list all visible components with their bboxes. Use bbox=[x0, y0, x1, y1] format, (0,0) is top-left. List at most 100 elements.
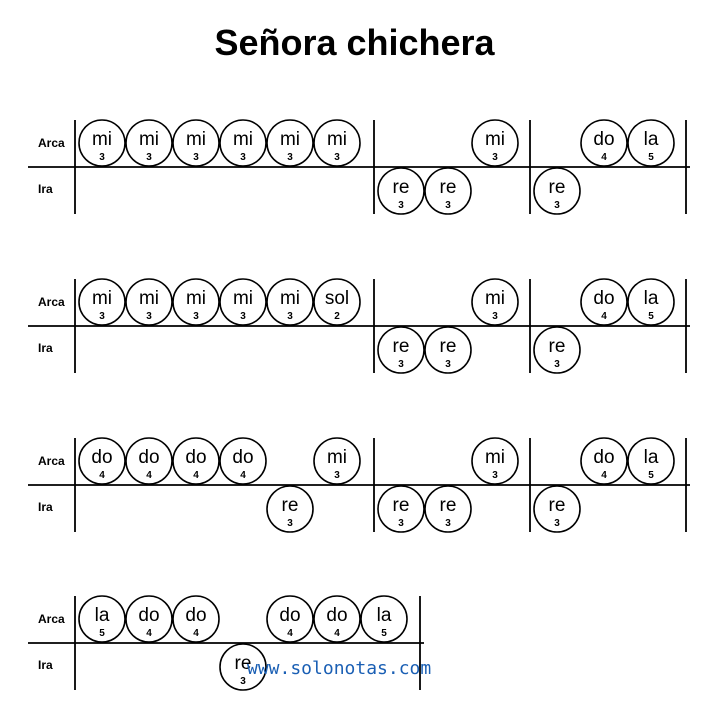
note-number: 5 bbox=[648, 152, 654, 163]
note-name: sol bbox=[325, 288, 349, 309]
note-circle bbox=[266, 278, 314, 326]
note-name: re bbox=[440, 336, 457, 357]
note-arca: mi3 bbox=[78, 278, 126, 326]
note-name: do bbox=[593, 288, 614, 309]
note-name: do bbox=[138, 605, 159, 626]
note-circle bbox=[78, 437, 126, 485]
note-circle bbox=[266, 485, 314, 533]
note-number: 3 bbox=[193, 152, 199, 163]
note-number: 3 bbox=[287, 152, 293, 163]
note-circle bbox=[424, 167, 472, 215]
note-arca: la5 bbox=[78, 595, 126, 643]
note-number: 5 bbox=[648, 311, 654, 322]
note-circle bbox=[424, 326, 472, 374]
note-circle bbox=[377, 326, 425, 374]
note-number: 4 bbox=[99, 470, 105, 481]
arca-label: Arca bbox=[38, 612, 65, 626]
note-number: 3 bbox=[287, 518, 293, 529]
note-number: 3 bbox=[146, 311, 152, 322]
note-ira: re 3 bbox=[424, 326, 472, 374]
note-number: 3 bbox=[240, 152, 246, 163]
note-arca: do4 bbox=[313, 595, 361, 643]
note-circle bbox=[266, 595, 314, 643]
note-number: 3 bbox=[398, 359, 404, 370]
note-number: 3 bbox=[445, 200, 451, 211]
note-number: 5 bbox=[648, 470, 654, 481]
note-arca: la 5 bbox=[627, 119, 675, 167]
note-number: 3 bbox=[445, 518, 451, 529]
note-circle bbox=[313, 437, 361, 485]
note-name: la bbox=[644, 288, 659, 309]
note-arca: mi3 bbox=[313, 437, 361, 485]
note-circle bbox=[471, 278, 519, 326]
note-name: mi bbox=[327, 129, 347, 150]
note-arca: mi 3 bbox=[219, 119, 267, 167]
note-circle bbox=[533, 326, 581, 374]
note-name: la bbox=[644, 129, 659, 150]
note-name: re bbox=[549, 495, 566, 516]
note-number: 3 bbox=[554, 518, 560, 529]
note-arca: mi3 bbox=[313, 119, 361, 167]
note-arca: mi3 bbox=[266, 278, 314, 326]
note-number: 3 bbox=[240, 676, 246, 687]
note-name: re bbox=[235, 653, 252, 674]
note-circle bbox=[377, 167, 425, 215]
note-number: 4 bbox=[601, 470, 607, 481]
note-circle bbox=[219, 278, 267, 326]
note-number: 4 bbox=[601, 152, 607, 163]
note-circle bbox=[219, 437, 267, 485]
note-ira: re 3 bbox=[533, 485, 581, 533]
note-circle bbox=[219, 119, 267, 167]
note-arca: do 4 bbox=[580, 278, 628, 326]
note-number: 3 bbox=[445, 359, 451, 370]
note-circle bbox=[172, 278, 220, 326]
note-ira: re3 bbox=[377, 167, 425, 215]
note-number: 4 bbox=[193, 628, 199, 639]
page-title: Señora chichera bbox=[214, 22, 495, 63]
note-arca: do4 bbox=[78, 437, 126, 485]
note-number: 4 bbox=[287, 628, 293, 639]
ira-label: Ira bbox=[38, 500, 53, 514]
note-arca: mi3 bbox=[172, 278, 220, 326]
note-circle bbox=[219, 643, 267, 691]
note-name: re bbox=[549, 336, 566, 357]
note-arca: mi3 bbox=[266, 119, 314, 167]
note-arca: mi3 bbox=[471, 437, 519, 485]
note-circle bbox=[125, 278, 173, 326]
note-arca: do4 bbox=[172, 437, 220, 485]
note-number: 3 bbox=[146, 152, 152, 163]
note-arca: do4 bbox=[125, 437, 173, 485]
note-circle bbox=[266, 119, 314, 167]
note-name: re bbox=[393, 336, 410, 357]
note-name: mi bbox=[139, 129, 159, 150]
note-arca: mi3 bbox=[471, 278, 519, 326]
note-name: mi bbox=[327, 447, 347, 468]
note-arca: la5 bbox=[360, 595, 408, 643]
note-name: do bbox=[593, 129, 614, 150]
note-number: 4 bbox=[601, 311, 607, 322]
note-name: do bbox=[279, 605, 300, 626]
note-circle bbox=[580, 119, 628, 167]
note-name: re bbox=[393, 177, 410, 198]
note-name: la bbox=[644, 447, 659, 468]
note-number: 3 bbox=[99, 311, 105, 322]
note-arca: do 4 bbox=[172, 595, 220, 643]
note-arca: mi3 bbox=[471, 119, 519, 167]
note-circle bbox=[313, 595, 361, 643]
note-name: mi bbox=[233, 129, 253, 150]
note-circle bbox=[533, 485, 581, 533]
note-number: 4 bbox=[240, 470, 246, 481]
note-name: mi bbox=[485, 447, 505, 468]
note-circle bbox=[360, 595, 408, 643]
note-name: do bbox=[138, 447, 159, 468]
note-ira: re3 bbox=[533, 326, 581, 374]
note-number: 3 bbox=[398, 518, 404, 529]
note-name: do bbox=[185, 605, 206, 626]
note-name: la bbox=[377, 605, 392, 626]
website-url[interactable]: www.solonotas.com bbox=[247, 658, 432, 679]
ira-label: Ira bbox=[38, 341, 53, 355]
note-number: 3 bbox=[99, 152, 105, 163]
note-number: 3 bbox=[492, 311, 498, 322]
